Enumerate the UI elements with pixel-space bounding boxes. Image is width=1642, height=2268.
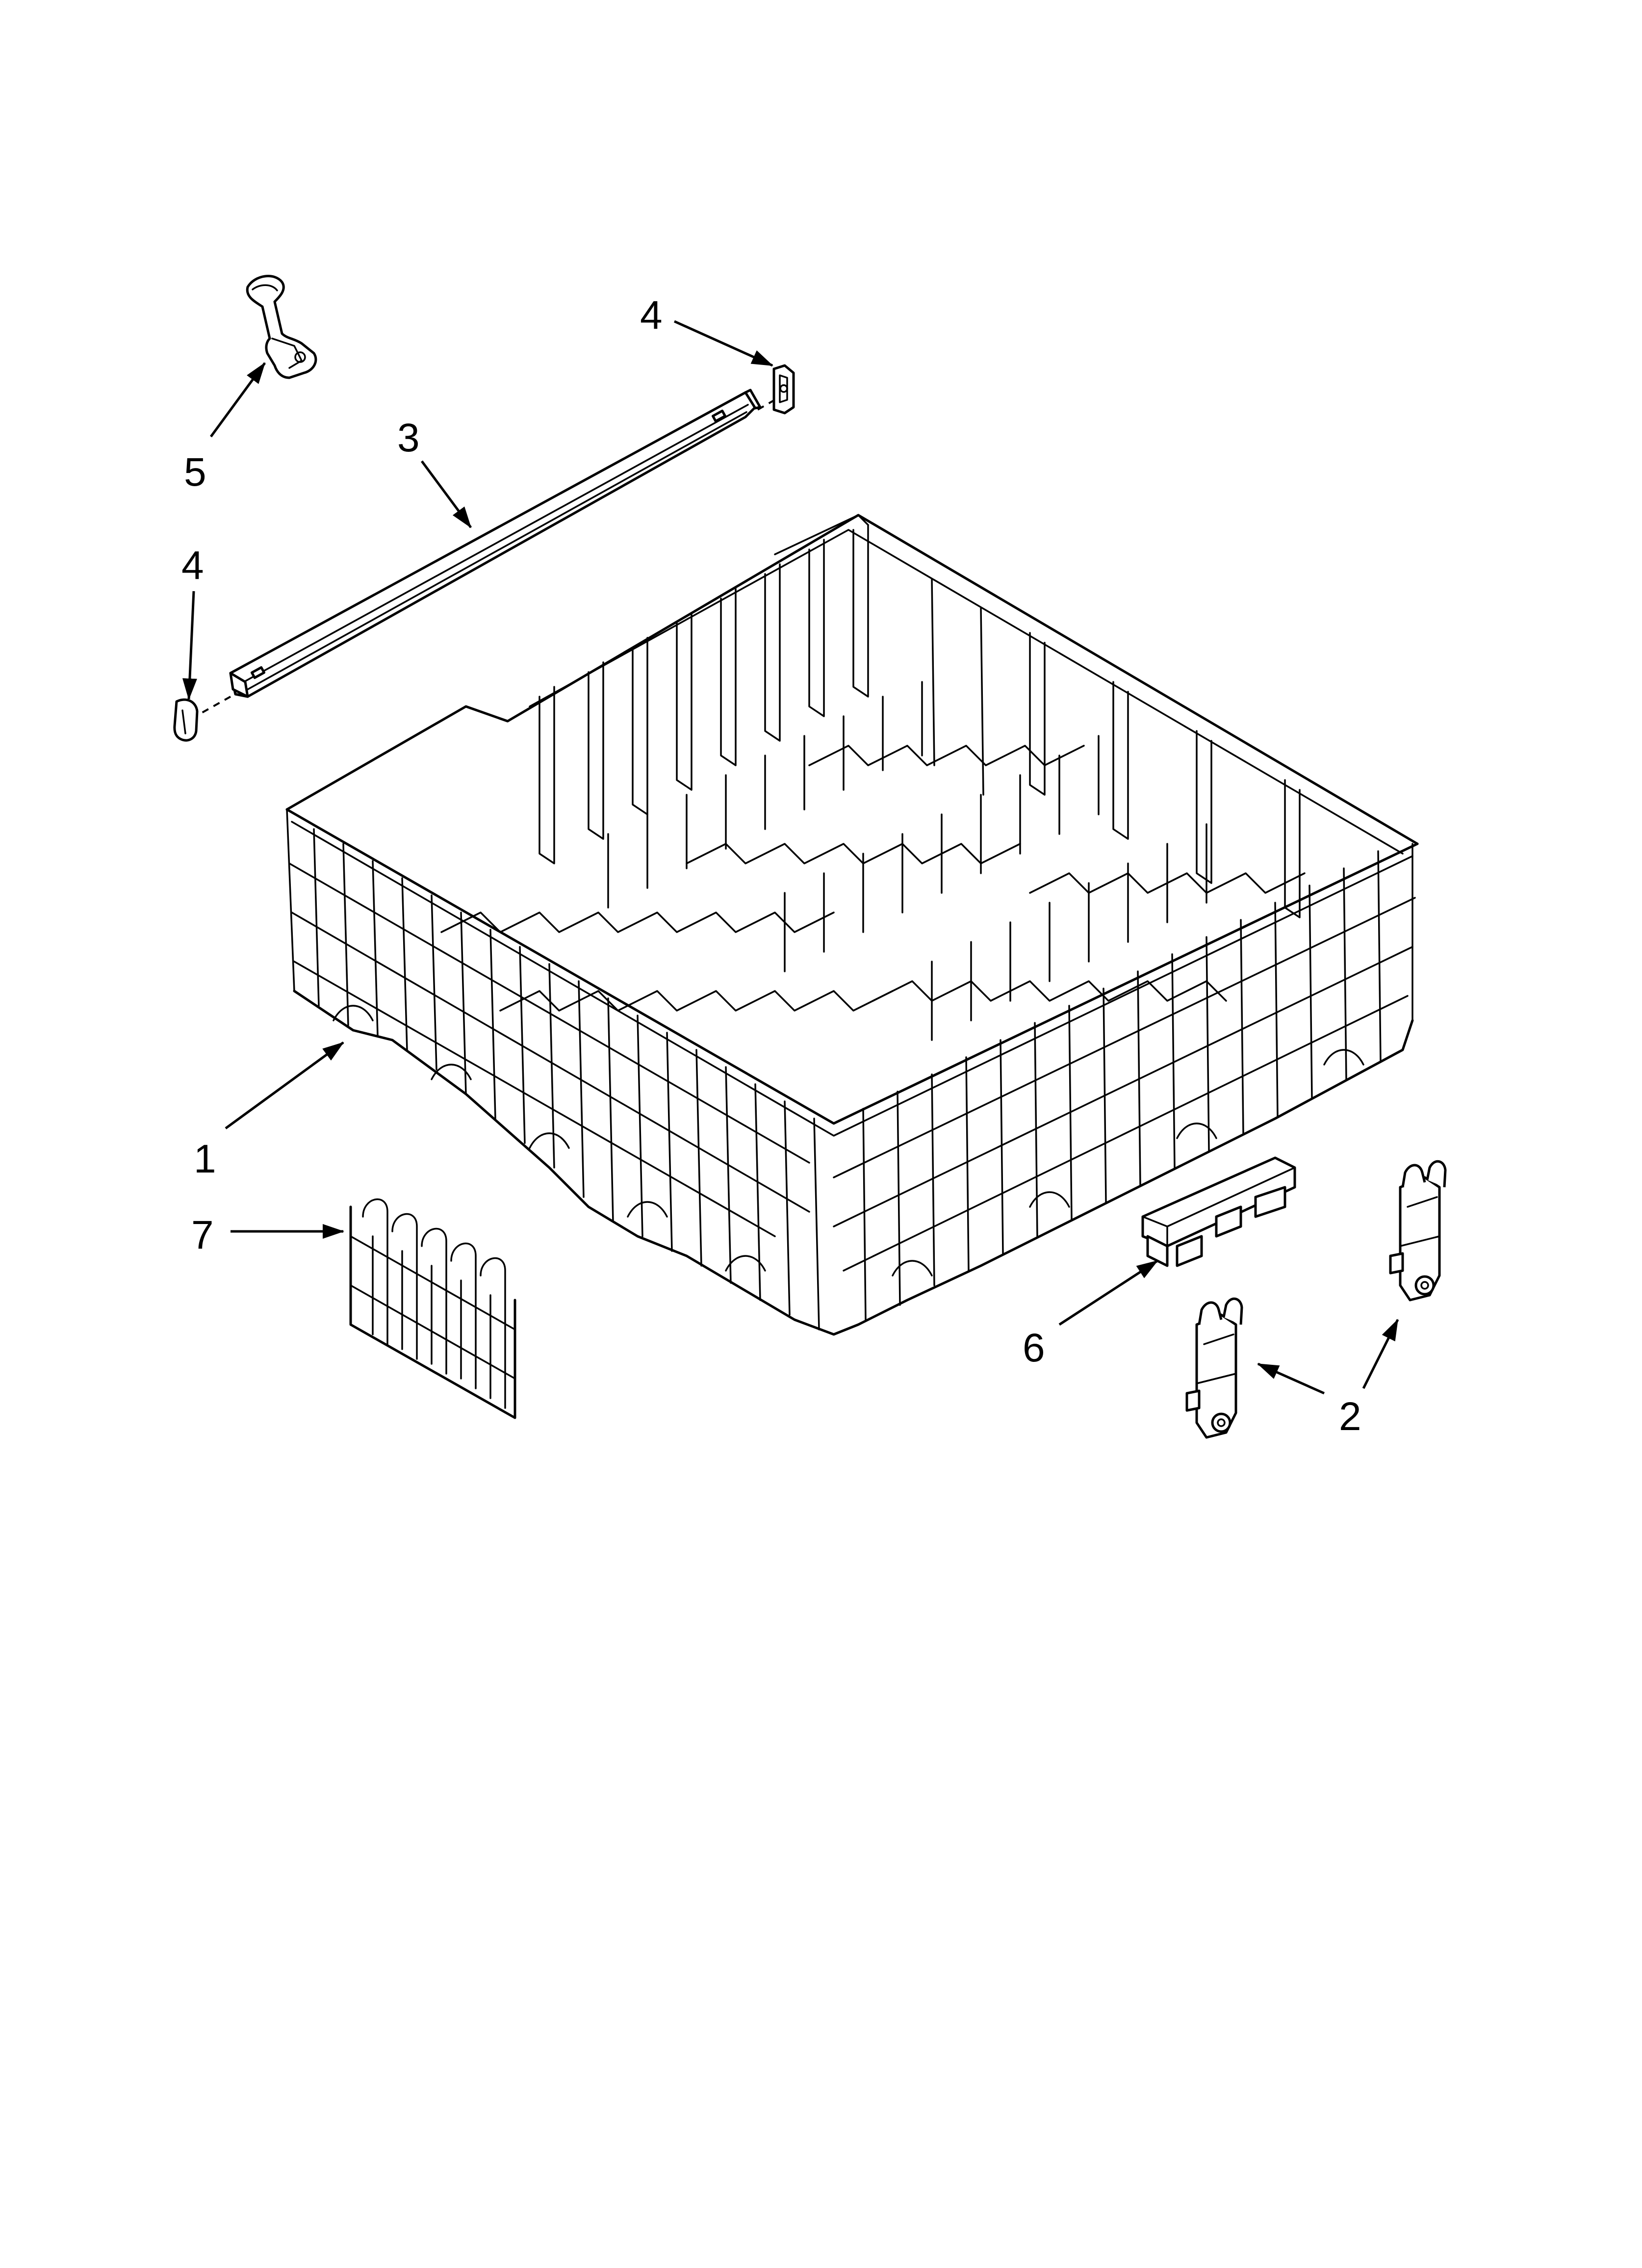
callout-6: 6 bbox=[1023, 1326, 1045, 1370]
rack-bottom-ridges bbox=[333, 1005, 1364, 1277]
callout-3: 3 bbox=[397, 416, 420, 460]
leader-1 bbox=[225, 1041, 344, 1130]
part-5-rack-stop bbox=[246, 275, 317, 379]
callout-5: 5 bbox=[184, 450, 206, 495]
part-2-adjuster-right bbox=[1389, 1160, 1447, 1302]
callout-4-left: 4 bbox=[181, 543, 204, 588]
part-2-adjuster-left bbox=[1185, 1298, 1243, 1439]
callout-4-right: 4 bbox=[640, 293, 663, 338]
leader-5 bbox=[209, 362, 266, 438]
rack-front-left-tines bbox=[286, 808, 820, 1330]
callout-1: 1 bbox=[194, 1137, 216, 1181]
rack-back-tines bbox=[539, 524, 1301, 918]
part-3-rack-rail bbox=[191, 389, 775, 720]
leader-2-right bbox=[1362, 1319, 1399, 1389]
leader-4-right bbox=[673, 320, 773, 367]
part-4-end-cap-left bbox=[173, 698, 199, 742]
leader-6 bbox=[1058, 1259, 1158, 1326]
leader-lines bbox=[182, 320, 1399, 1395]
callout-labels: 5 3 4 4 1 7 6 2 bbox=[181, 293, 1361, 1439]
leader-4-left bbox=[182, 591, 197, 700]
callout-2: 2 bbox=[1339, 1394, 1361, 1439]
part-4-end-cap-right bbox=[772, 364, 795, 415]
part-7-cup-shelf bbox=[349, 1198, 516, 1419]
part-6-rack-handle bbox=[1141, 1156, 1296, 1267]
leader-3 bbox=[420, 460, 472, 528]
part-1-upper-dishrack bbox=[285, 514, 1419, 1336]
rack-front-right-tines bbox=[862, 843, 1413, 1321]
leader-2-left bbox=[1257, 1362, 1325, 1395]
rack-interior-supports bbox=[440, 681, 1306, 1041]
callout-7: 7 bbox=[191, 1213, 214, 1257]
